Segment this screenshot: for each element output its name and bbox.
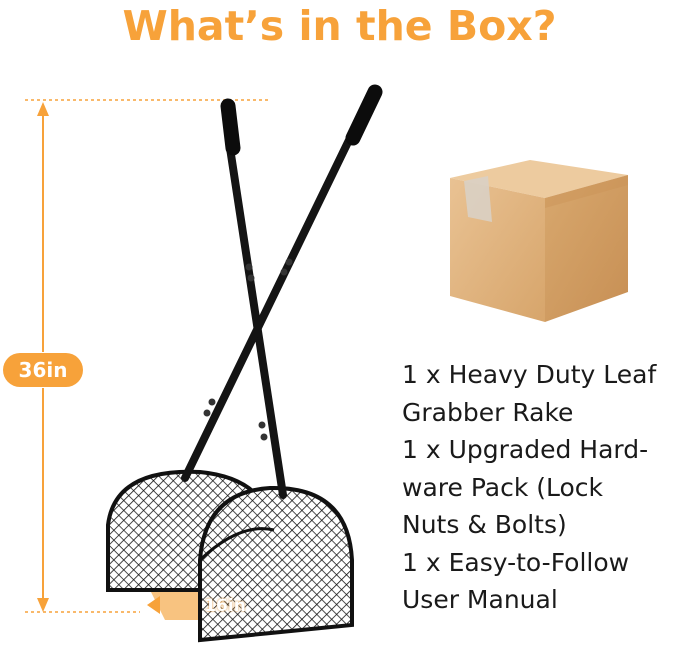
cardboard-box-icon [450,160,628,322]
contents-line: 1 x Easy-to-Follow [402,547,630,577]
leaf-grabber-rake-image [106,84,383,643]
page-title: What’s in the Box? [122,2,557,50]
box-contents-list: 1 x Heavy Duty Leaf Grabber Rake 1 x Upg… [402,356,677,619]
contents-line: Nuts & Bolts) [402,510,567,539]
contents-line: 1 x Upgraded Hard- [402,435,649,464]
contents-line: 1 x Heavy Duty Leaf [402,360,657,389]
contents-line: Grabber Rake [402,397,574,427]
height-dimension-badge: 36in [3,353,83,387]
width-dimension-label: 16in [204,596,246,616]
contents-line: ware Pack (Lock [402,472,604,502]
contents-line: User Manual [402,585,558,614]
